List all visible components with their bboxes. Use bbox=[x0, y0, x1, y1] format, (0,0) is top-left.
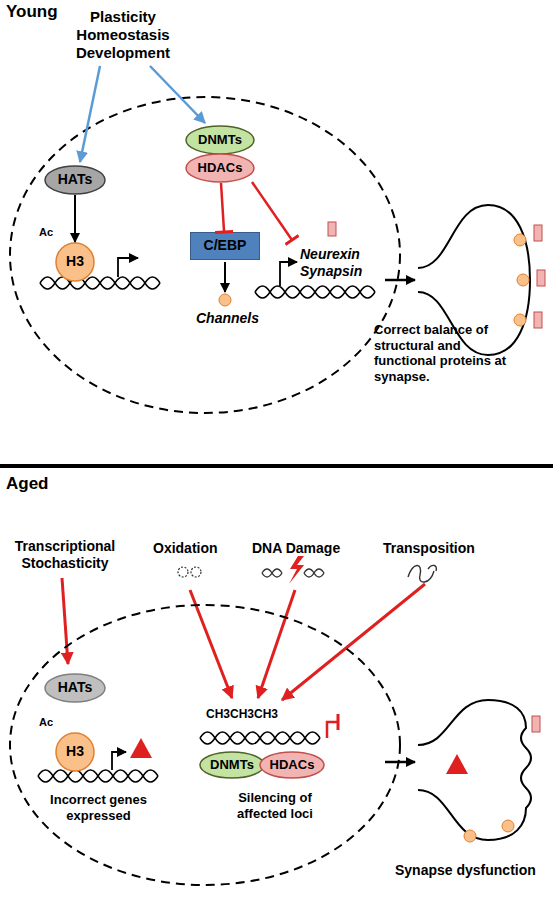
transport-arrow bbox=[385, 279, 415, 282]
aberrant-protein bbox=[446, 754, 468, 774]
shape-fill bbox=[200, 752, 264, 778]
signal-label: Plasticity Homeostasis Development bbox=[68, 8, 178, 62]
synapse-terminal bbox=[418, 700, 531, 840]
signal-arrow bbox=[150, 66, 205, 123]
broken-dna-icon bbox=[304, 569, 324, 577]
synaptic-protein bbox=[532, 716, 540, 732]
channel-protein bbox=[464, 830, 476, 842]
node-text: C/EBP bbox=[204, 238, 247, 253]
node-text: Ac bbox=[39, 226, 53, 238]
channel-protein bbox=[502, 820, 514, 832]
dna-strand bbox=[38, 770, 158, 782]
transcription-start-arrow bbox=[280, 262, 297, 286]
stress-label: Transcriptional Stochasticity bbox=[6, 538, 124, 572]
channel-protein bbox=[514, 314, 526, 326]
silencing-mark bbox=[327, 722, 338, 738]
connector bbox=[74, 195, 76, 242]
enzyme-ellipse: DNMTs bbox=[199, 751, 265, 779]
channel-protein bbox=[517, 274, 529, 286]
enzyme-ellipse: HDACs bbox=[259, 751, 325, 779]
broken-dna-icon bbox=[262, 569, 282, 577]
channel-protein bbox=[219, 294, 231, 306]
node-text: H3 bbox=[66, 744, 84, 759]
node-text: H3 bbox=[66, 254, 84, 269]
note-text: Silencing of affected loci bbox=[220, 790, 330, 821]
dna-strand bbox=[200, 732, 320, 744]
histone-circle: AcH3 bbox=[55, 732, 95, 772]
stress-label: Oxidation bbox=[153, 540, 233, 557]
transposon-icon bbox=[408, 565, 436, 582]
signal-arrow bbox=[80, 66, 100, 162]
node-text: HDACs bbox=[270, 758, 315, 772]
node-text: HATs bbox=[58, 172, 92, 187]
shape-fill bbox=[186, 126, 254, 154]
dna-strand bbox=[255, 286, 375, 298]
methylation-label: CH3CH3CH3 bbox=[206, 707, 326, 721]
nucleus-outline bbox=[10, 97, 400, 413]
transcription-start-arrow bbox=[112, 752, 126, 770]
aberrant-protein bbox=[130, 738, 152, 758]
transcription-start-arrow bbox=[118, 258, 138, 277]
panel-title: Aged bbox=[6, 474, 96, 494]
stress-arrow bbox=[282, 584, 425, 700]
dna-strand bbox=[40, 277, 160, 289]
node-text: DNMTs bbox=[210, 758, 254, 772]
synaptic-protein bbox=[537, 270, 545, 286]
gene-label: Channels bbox=[196, 310, 276, 327]
shape-fill bbox=[260, 752, 324, 778]
shape-fill bbox=[56, 733, 94, 771]
transport-arrow bbox=[385, 761, 415, 764]
dna-strand bbox=[200, 732, 320, 744]
transcription-factor-box: C/EBP bbox=[190, 232, 260, 260]
shape-fill bbox=[45, 166, 105, 194]
shape-fill bbox=[186, 154, 254, 182]
histone-circle: AcH3 bbox=[55, 242, 95, 282]
synaptic-protein bbox=[328, 222, 336, 236]
oxidation-icon bbox=[178, 567, 188, 577]
gene-label: Neurexin Synapsin bbox=[300, 246, 375, 280]
enzyme-ellipse: HDACs bbox=[185, 153, 255, 183]
stress-label: Transposition bbox=[383, 540, 493, 557]
channel-protein bbox=[514, 234, 526, 246]
synaptic-protein bbox=[534, 225, 542, 241]
node-text: DNMTs bbox=[198, 133, 242, 147]
stress-arrow bbox=[258, 590, 295, 698]
broken-dna-icon bbox=[304, 569, 324, 577]
nucleus-outline bbox=[10, 605, 400, 885]
dna-strand bbox=[255, 286, 375, 298]
node-text: HATs bbox=[58, 680, 92, 695]
connector bbox=[221, 183, 224, 232]
panel-divider bbox=[0, 464, 553, 468]
enzyme-ellipse: HATs bbox=[44, 165, 106, 195]
note-text: Synapse dysfunction bbox=[395, 862, 550, 879]
shape-fill bbox=[56, 243, 94, 281]
panel-title: Young bbox=[6, 2, 96, 22]
stress-label: DNA Damage bbox=[252, 540, 352, 557]
note-text: Incorrect genes expressed bbox=[36, 792, 161, 823]
shape-fill bbox=[45, 674, 105, 702]
oxidation-icon bbox=[191, 567, 201, 577]
enzyme-ellipse: DNMTs bbox=[185, 125, 255, 155]
expression-arrow bbox=[224, 262, 226, 292]
dna-strand bbox=[40, 277, 160, 289]
note-text: Correct balance of structural and functi… bbox=[374, 322, 516, 384]
lightning-icon bbox=[289, 556, 304, 584]
enzyme-ellipse: HATs bbox=[44, 673, 106, 703]
broken-dna-icon bbox=[262, 569, 282, 577]
stress-arrow bbox=[62, 578, 68, 664]
node-text: HDACs bbox=[198, 161, 243, 175]
node-text: Ac bbox=[39, 716, 53, 728]
dna-strand bbox=[38, 770, 158, 782]
synaptic-protein bbox=[534, 312, 542, 328]
